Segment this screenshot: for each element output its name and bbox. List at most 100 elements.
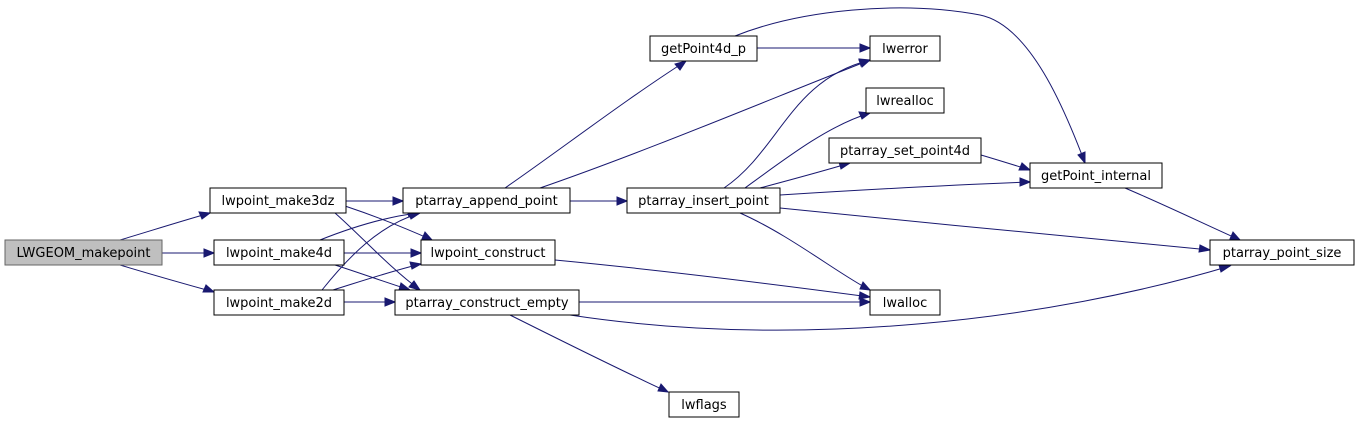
edge-ptarray-set-point4d-to-getpoint-internal: [980, 154, 1032, 171]
node-label: lwalloc: [883, 296, 928, 311]
edge-getpoint-internal-to-ptarray-point-size: [1124, 187, 1242, 241]
node-ptarray-point-size[interactable]: ptarray_point_size: [1209, 239, 1355, 266]
edge-arrowhead: [859, 297, 872, 307]
edge-arrowhead: [409, 261, 423, 270]
edge-arrowhead: [392, 196, 405, 206]
node-label: lwpoint_make2d: [226, 296, 332, 311]
edge-ptarray-append-point-to-ptarray-insert-point: [570, 196, 629, 206]
node-label: ptarray_construct_empty: [405, 296, 568, 311]
edge-line: [321, 212, 421, 291]
edge-line: [332, 263, 422, 291]
edge-line: [744, 112, 871, 189]
edge-arrowhead: [202, 284, 216, 293]
node-lwpoint-make4d[interactable]: lwpoint_make4d: [213, 239, 345, 266]
edge-arrowhead: [1198, 244, 1212, 253]
node-ptarray-construct-empty[interactable]: ptarray_construct_empty: [394, 289, 580, 316]
node-box: [4, 239, 163, 266]
edge-arrowhead: [398, 282, 412, 291]
node-box: [394, 289, 580, 316]
node-ptarray-append-point[interactable]: ptarray_append_point: [402, 187, 571, 214]
node-label: getPoint_internal: [1041, 169, 1151, 184]
node-box: [420, 239, 556, 266]
node-box: [865, 87, 945, 114]
edge-lwpoint-make4d-to-lwpoint-construct: [344, 248, 423, 258]
node-getpoint-internal[interactable]: getPoint_internal: [1029, 162, 1163, 189]
edge-line: [539, 59, 871, 189]
node-lwpoint-make2d[interactable]: lwpoint_make2d: [213, 289, 345, 316]
edge-lwgeom-makepoint-to-lwpoint-make2d: [119, 264, 216, 293]
edge-lwpoint-make2d-to-lwpoint-construct: [332, 261, 423, 291]
edge-line: [779, 207, 1211, 251]
node-lwalloc[interactable]: lwalloc: [869, 289, 941, 316]
edge-line: [1124, 187, 1241, 241]
edge-arrowhead: [859, 281, 872, 291]
edge-arrowhead: [384, 297, 397, 307]
edge-line: [334, 212, 421, 291]
edge-arrowhead: [421, 231, 434, 241]
node-label: lwerror: [882, 42, 928, 57]
node-lwpoint-make3dz[interactable]: lwpoint_make3dz: [209, 187, 347, 214]
node-getpoint4d-p[interactable]: getPoint4d_p: [649, 35, 758, 62]
node-ptarray-set-point4d[interactable]: ptarray_set_point4d: [828, 137, 982, 164]
edge-arrowhead: [858, 111, 872, 120]
node-box: [626, 187, 781, 214]
edge-ptarray-insert-point-to-lwrealloc: [744, 111, 872, 189]
node-box: [1209, 239, 1355, 266]
edge-line: [734, 7, 1086, 164]
node-label: LWGEOM_makepoint: [17, 246, 151, 261]
edge-arrowhead: [203, 248, 216, 258]
call-graph-edges: [119, 7, 1242, 393]
edge-line: [119, 264, 215, 293]
node-box: [649, 35, 758, 62]
edge-arrowhead: [198, 211, 212, 220]
node-label: lwpoint_make4d: [226, 246, 332, 261]
edge-line: [779, 181, 1031, 196]
edge-line: [509, 314, 669, 393]
edge-ptarray-insert-point-to-lwerror: [723, 58, 872, 189]
node-box: [213, 239, 345, 266]
node-label: ptarray_point_size: [1223, 246, 1342, 261]
edge-line: [723, 59, 871, 189]
node-label: lwrealloc: [876, 94, 934, 109]
node-label: lwflags: [681, 398, 727, 413]
edge-arrowhead: [1018, 162, 1032, 171]
edge-getpoint4d-p-to-lwerror: [757, 43, 872, 53]
edge-line: [504, 60, 687, 189]
edge-ptarray-append-point-to-getpoint4d-p: [504, 60, 688, 189]
edge-arrowhead: [616, 196, 629, 206]
edge-arrowhead: [408, 280, 422, 291]
node-label: getPoint4d_p: [661, 42, 746, 57]
edge-arrowhead: [858, 58, 872, 67]
edge-lwpoint-make3dz-to-ptarray-construct-empty: [334, 212, 422, 291]
edge-line: [119, 212, 211, 241]
call-graph-nodes: LWGEOM_makepoint lwpoint_make3dz lwpoint…: [4, 35, 1355, 418]
node-lwpoint-construct[interactable]: lwpoint_construct: [420, 239, 556, 266]
edge-arrowhead: [1019, 177, 1032, 187]
edge-arrowhead: [657, 383, 670, 393]
edge-arrowhead: [1229, 231, 1242, 241]
edge-arrowhead: [410, 248, 423, 258]
edge-arrowhead: [859, 43, 872, 53]
node-ptarray-insert-point[interactable]: ptarray_insert_point: [626, 187, 781, 214]
edge-line: [569, 265, 1231, 331]
node-lwgeom-makepoint[interactable]: LWGEOM_makepoint: [4, 239, 163, 266]
node-box: [869, 289, 941, 316]
edge-ptarray-construct-empty-to-lwalloc: [579, 297, 872, 307]
node-label: lwpoint_make3dz: [222, 194, 335, 209]
node-lwrealloc[interactable]: lwrealloc: [865, 87, 945, 114]
edge-lwpoint-make2d-to-ptarray-construct-empty: [344, 297, 397, 307]
node-box: [209, 187, 347, 214]
node-lwflags[interactable]: lwflags: [668, 391, 740, 418]
edge-getpoint4d-p-to-getpoint-internal: [734, 7, 1086, 165]
edge-line: [554, 259, 871, 298]
node-box: [1029, 162, 1163, 189]
node-lwerror[interactable]: lwerror: [869, 35, 941, 62]
node-box: [869, 35, 941, 62]
edge-arrowhead: [1218, 264, 1232, 273]
node-label: lwpoint_construct: [431, 246, 546, 261]
node-box: [668, 391, 740, 418]
edge-arrowhead: [1077, 151, 1086, 165]
edge-arrowhead: [674, 60, 688, 71]
edge-ptarray-insert-point-to-ptarray-point-size: [779, 207, 1212, 253]
